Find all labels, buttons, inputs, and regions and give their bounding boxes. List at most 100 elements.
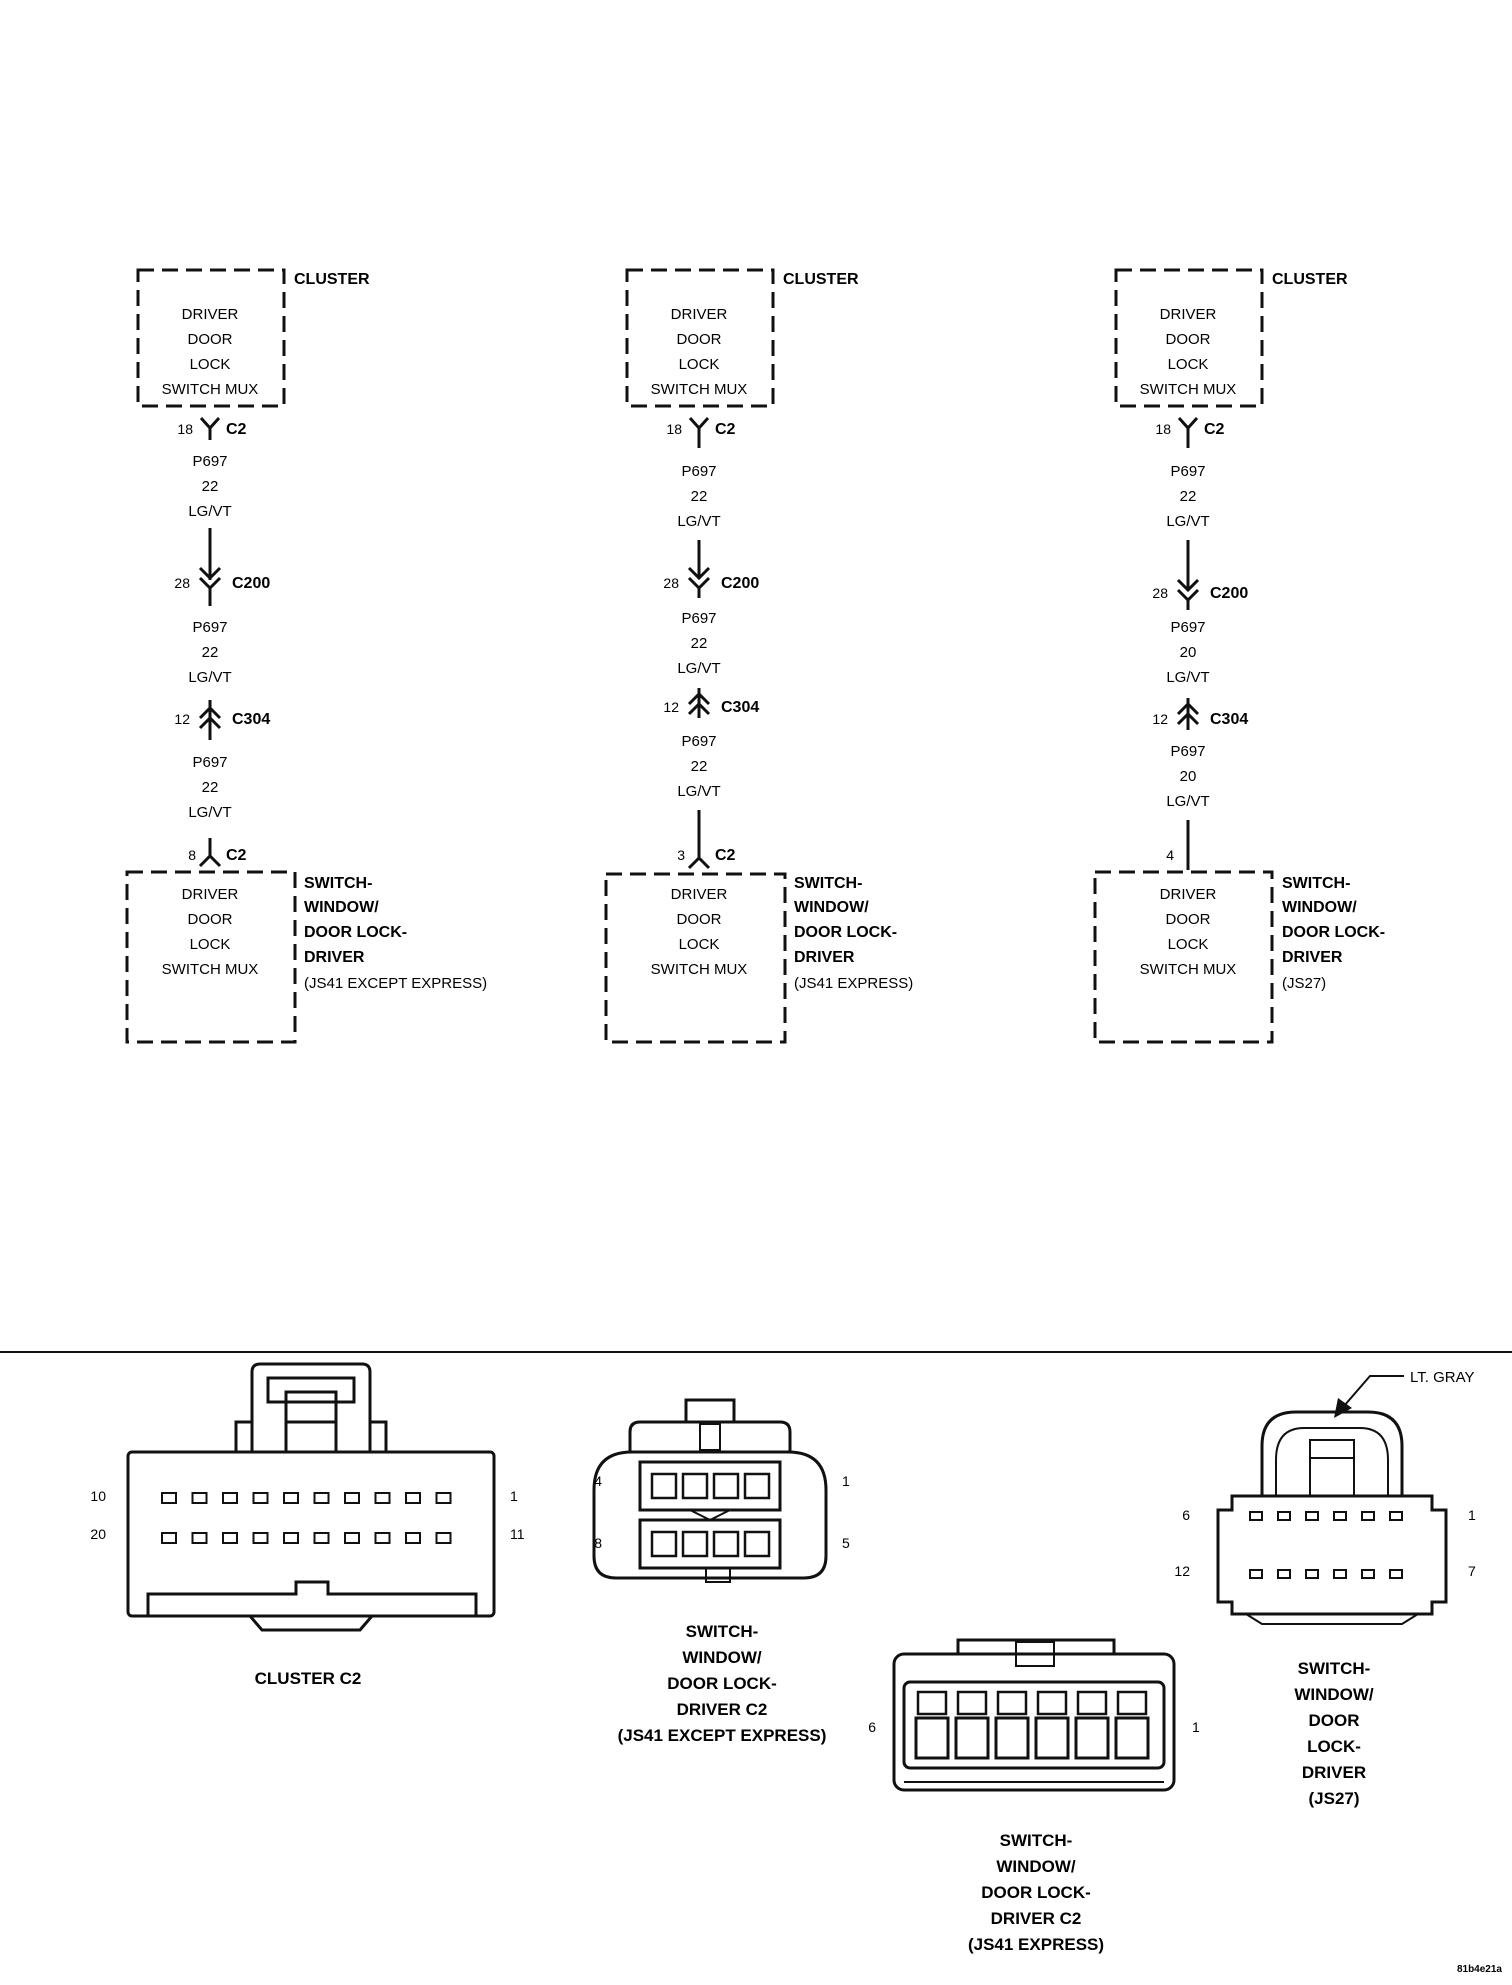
- switch-line-4: SWITCH MUX: [651, 961, 748, 978]
- c2-top-symbol: [688, 416, 710, 448]
- c304-label: C304: [721, 699, 759, 716]
- switch-label-4: DRIVER: [794, 949, 855, 966]
- caption-line-1: SWITCH-: [1298, 1659, 1371, 1678]
- switch-line-3: LOCK: [190, 936, 231, 953]
- c2-bottom-pin: 3: [677, 847, 685, 863]
- pin-cavity: [1036, 1690, 1068, 1716]
- pin-cavity: [191, 1532, 208, 1544]
- wire3-color: LG/VT: [1166, 793, 1209, 810]
- pin-label-20: 20: [90, 1526, 106, 1542]
- caption-line-1: SWITCH-: [686, 1622, 759, 1641]
- pin-label-1: 1: [1468, 1507, 1476, 1523]
- switch-box: [604, 872, 787, 1044]
- pin-cavity: [435, 1492, 452, 1504]
- pin-label-11: 11: [510, 1526, 525, 1542]
- switch-line-1: DRIVER: [671, 886, 728, 903]
- pin-cavity: [435, 1532, 452, 1544]
- switch-label-1: SWITCH-: [794, 875, 862, 892]
- pin-cavity: [222, 1492, 238, 1504]
- caption-line-4: DRIVER C2: [677, 1700, 768, 1719]
- pin-label-4: 4: [594, 1473, 602, 1489]
- caption-line-5: (JS41 EXCEPT EXPRESS): [618, 1726, 827, 1745]
- switch-box: [1093, 870, 1274, 1044]
- cluster-line-2: DOOR: [677, 331, 722, 348]
- wire1-color: LG/VT: [677, 513, 720, 530]
- pin-cavity: [1277, 1569, 1291, 1579]
- c2-top-label: C2: [1204, 421, 1225, 438]
- callout-arrow: [1343, 1375, 1404, 1407]
- pin-label-1: 1: [510, 1488, 518, 1504]
- caption-line-4: LOCK-: [1307, 1737, 1361, 1756]
- c2-top-pin: 18: [1155, 421, 1171, 437]
- pin-cavity: [1361, 1511, 1375, 1521]
- pin-cavity: [1277, 1511, 1291, 1521]
- wire3-code: P697: [192, 754, 227, 771]
- pin-cavity: [1305, 1569, 1319, 1579]
- pin-cavity: [650, 1472, 678, 1500]
- cluster-line-4: SWITCH MUX: [1140, 381, 1237, 398]
- switch-line-3: LOCK: [1168, 936, 1209, 953]
- caption-line-6: (JS27): [1308, 1789, 1359, 1808]
- wire2-gauge: 20: [1180, 644, 1197, 661]
- color-callout: LT. GRAY: [1410, 1369, 1474, 1386]
- cluster-line-3: LOCK: [1168, 356, 1209, 373]
- c2-bottom-symbol: [198, 838, 222, 868]
- cluster-c2-connector: 10 1 20 11 CLUSTER C2: [90, 1362, 525, 1688]
- wire3-color: LG/VT: [188, 804, 231, 821]
- c304-symbol: [1176, 698, 1200, 730]
- wire1-gauge: 22: [691, 488, 708, 505]
- pin-cavity: [161, 1492, 177, 1504]
- pin-label-5: 5: [842, 1535, 850, 1551]
- wire2-color: LG/VT: [1166, 669, 1209, 686]
- caption-line-2: WINDOW/: [996, 1857, 1076, 1876]
- switch-label-4: DRIVER: [1282, 949, 1343, 966]
- pin-cavity: [344, 1492, 360, 1504]
- wire3-gauge: 20: [1180, 768, 1197, 785]
- pin-cavity: [1076, 1690, 1108, 1716]
- cluster-box: [625, 268, 775, 408]
- js41-express-connector: 6 1 SWITCH- WINDOW/ DOOR LOCK- DRIVER C2…: [868, 1638, 1200, 1954]
- pin-label-1: 1: [1192, 1719, 1200, 1735]
- c2-top-pin: 18: [177, 421, 193, 437]
- c200-pin: 28: [174, 575, 190, 591]
- c2-bottom-label: C2: [226, 847, 247, 864]
- pin-cavity: [650, 1530, 678, 1558]
- pin-cavity: [222, 1532, 238, 1544]
- pin-cavity: [681, 1472, 709, 1500]
- pin-cavity: [1389, 1511, 1403, 1521]
- bottom-pin: 4: [1166, 847, 1174, 863]
- c200-pin: 28: [663, 575, 679, 591]
- wire3-code: P697: [1170, 743, 1205, 760]
- pin-cavity: [712, 1530, 740, 1558]
- c304-pin: 12: [1152, 711, 1168, 727]
- switch-label-3: DOOR LOCK-: [304, 924, 407, 941]
- switch-box: [125, 870, 297, 1044]
- wire2-gauge: 22: [691, 635, 708, 652]
- switch-label-3: DOOR LOCK-: [1282, 924, 1385, 941]
- wire2-gauge: 22: [202, 644, 219, 661]
- pin-cavity: [743, 1530, 771, 1558]
- c304-pin: 12: [174, 711, 190, 727]
- js41-express-cavities: [914, 1690, 1150, 1760]
- pin-label-7: 7: [1468, 1563, 1476, 1579]
- caption-line-3: DOOR LOCK-: [667, 1674, 777, 1693]
- cluster-line-1: DRIVER: [671, 306, 728, 323]
- circuit-column-1: CLUSTER DRIVER DOOR LOCK SWITCH MUX 18 C…: [125, 268, 487, 1044]
- pin-cavity: [712, 1472, 740, 1500]
- pin-cavity: [161, 1532, 177, 1544]
- cluster-line-1: DRIVER: [1160, 306, 1217, 323]
- c2-bottom-pin: 8: [188, 847, 196, 863]
- pin-cavity: [313, 1492, 330, 1504]
- cluster-c2-cavities: [161, 1492, 452, 1544]
- pin-cavity: [743, 1472, 771, 1500]
- c2-top-label: C2: [715, 421, 736, 438]
- switch-line-1: DRIVER: [182, 886, 239, 903]
- caption-line-1: SWITCH-: [1000, 1831, 1073, 1850]
- switch-note: (JS27): [1282, 975, 1326, 992]
- pin-cavity: [954, 1716, 990, 1760]
- c200-label: C200: [721, 575, 759, 592]
- c2-top-symbol: [199, 416, 221, 440]
- cluster-line-2: DOOR: [1166, 331, 1211, 348]
- wire3-color: LG/VT: [677, 783, 720, 800]
- wire1-gauge: 22: [1180, 488, 1197, 505]
